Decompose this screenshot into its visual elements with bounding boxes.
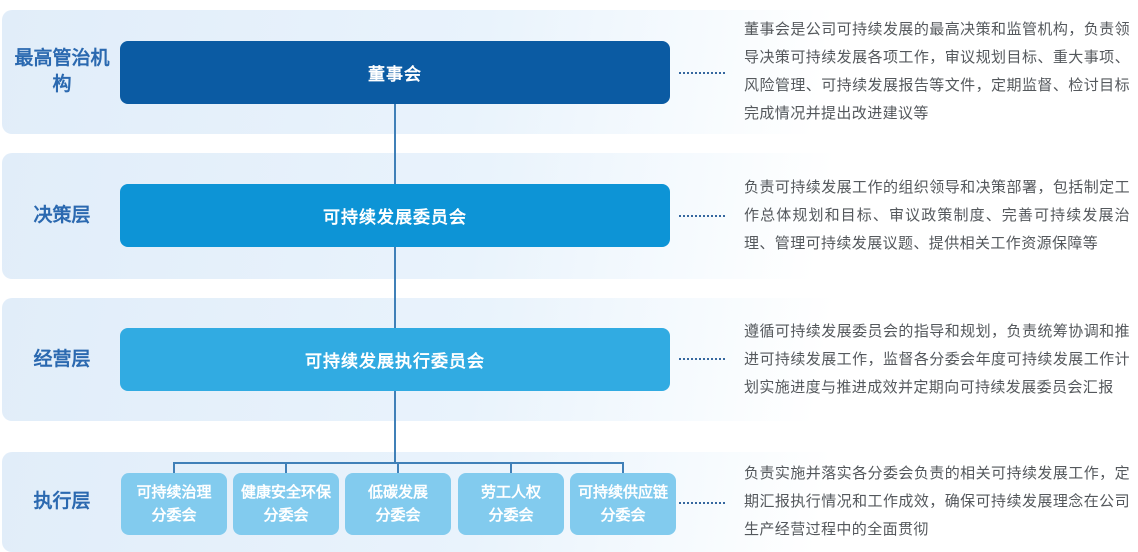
- dotted-leader-1: [679, 72, 725, 74]
- sub-box-line1: 可持续治理: [136, 484, 212, 501]
- tier-description-governance: 董事会是公司可持续发展的最高决策和监管机构，负责领导决策可持续发展各项工作，审议…: [744, 10, 1130, 134]
- sub-box-line1: 健康安全环保: [240, 484, 331, 501]
- sub-box-line2: 分委会: [488, 507, 534, 524]
- dotted-leader-2: [679, 215, 725, 217]
- tier-description-operation: 遵循可持续发展委员会的指导和规划，负责统筹协调和推进可持续发展工作，监督各分委会…: [744, 298, 1130, 421]
- connector-stub-4: [510, 462, 512, 475]
- org-box-executive-committee: 可持续发展执行委员会: [120, 328, 670, 391]
- dotted-leader-3: [679, 358, 725, 360]
- connector-line-vertical-2: [394, 247, 396, 328]
- sub-box-line2: 分委会: [151, 507, 197, 524]
- sub-box-supply-chain-subcommittee: 可持续供应链 分委会: [570, 473, 676, 535]
- description-text: 遵循可持续发展委员会的指导和规划，负责统筹协调和推进可持续发展工作，监督各分委会…: [744, 322, 1130, 396]
- org-box-board: 董事会: [120, 41, 670, 104]
- tier-label-execution: 执行层: [33, 491, 91, 512]
- tier-label-decision: 决策层: [33, 205, 91, 226]
- tier-description-decision: 负责可持续发展工作的组织领导和决策部署，包括制定工作总体规划和目标、审议政策制度…: [744, 153, 1130, 279]
- org-box-esg-committee: 可持续发展委员会: [120, 184, 670, 247]
- connector-stub-1: [173, 462, 175, 475]
- description-text: 负责实施并落实各分委会负责的相关可持续发展工作，定期汇报执行情况和工作成效，确保…: [744, 465, 1130, 538]
- connector-stub-2: [285, 462, 287, 475]
- dotted-leader-4: [679, 502, 725, 504]
- sub-box-line2: 分委会: [600, 507, 646, 524]
- tier-label-governance: 最高管治机构: [14, 48, 110, 95]
- tier-description-execution: 负责实施并落实各分委会负责的相关可持续发展工作，定期汇报执行情况和工作成效，确保…: [744, 452, 1130, 552]
- connector-line-vertical-1: [394, 104, 396, 184]
- description-text: 负责可持续发展工作的组织领导和决策部署，包括制定工作总体规划和目标、审议政策制度…: [744, 179, 1130, 252]
- connector-stub-3: [397, 462, 399, 475]
- sub-box-line1: 可持续供应链: [577, 484, 668, 501]
- sub-box-hse-subcommittee: 健康安全环保 分委会: [233, 473, 339, 535]
- sub-box-line2: 分委会: [263, 507, 309, 524]
- sub-box-low-carbon-subcommittee: 低碳发展 分委会: [345, 473, 451, 535]
- sub-box-line2: 分委会: [375, 507, 421, 524]
- tier-label-operation: 经营层: [33, 348, 91, 370]
- sub-box-line1: 劳工人权: [480, 484, 541, 501]
- connector-stub-5: [622, 462, 624, 475]
- sub-box-line1: 低碳发展: [367, 484, 428, 501]
- description-text: 董事会是公司可持续发展的最高决策和监管机构，负责领导决策可持续发展各项工作，审议…: [744, 21, 1130, 122]
- sub-box-governance-subcommittee: 可持续治理 分委会: [121, 473, 227, 535]
- connector-line-vertical-3: [394, 391, 396, 463]
- sub-box-labor-rights-subcommittee: 劳工人权 分委会: [458, 473, 564, 535]
